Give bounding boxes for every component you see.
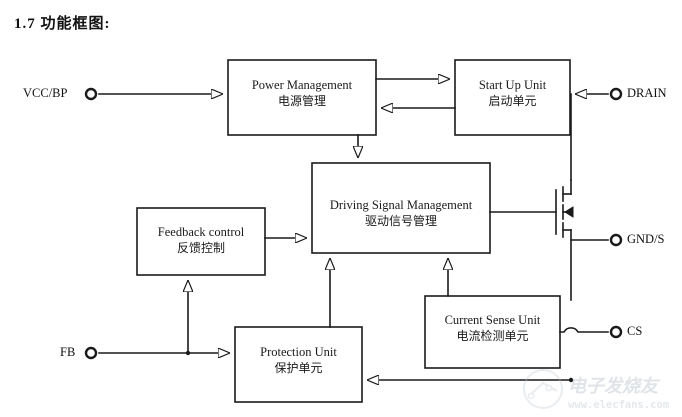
pin-label-cs: CS xyxy=(627,324,643,338)
block-start-up-unit xyxy=(454,59,571,136)
junction-source-bottom xyxy=(568,377,574,383)
pin-terminal-cs[interactable] xyxy=(609,325,623,339)
wire-current-sense-to-cs xyxy=(559,327,609,333)
page-title: 1.7 功能框图: xyxy=(14,16,111,32)
pin-terminal-fb[interactable] xyxy=(84,346,98,360)
block-power-management xyxy=(227,59,377,136)
pin-label-fb: FB xyxy=(60,345,76,359)
pin-label-vcc-bp: VCC/BP xyxy=(23,86,68,100)
pin-terminal-vcc-bp[interactable] xyxy=(84,87,98,101)
block-protection-unit xyxy=(234,326,363,403)
pin-terminal-drain[interactable] xyxy=(609,87,623,101)
block-current-sense-unit xyxy=(424,295,561,369)
block-driving-signal-management xyxy=(311,162,491,254)
block-feedback-control xyxy=(136,207,266,276)
power-mosfet-icon xyxy=(555,179,574,301)
pin-label-gnd-s: GND/S xyxy=(627,232,665,246)
junction-fb xyxy=(185,350,191,356)
pin-terminal-gnd-s[interactable] xyxy=(609,233,623,247)
pin-label-drain: DRAIN xyxy=(627,86,667,100)
